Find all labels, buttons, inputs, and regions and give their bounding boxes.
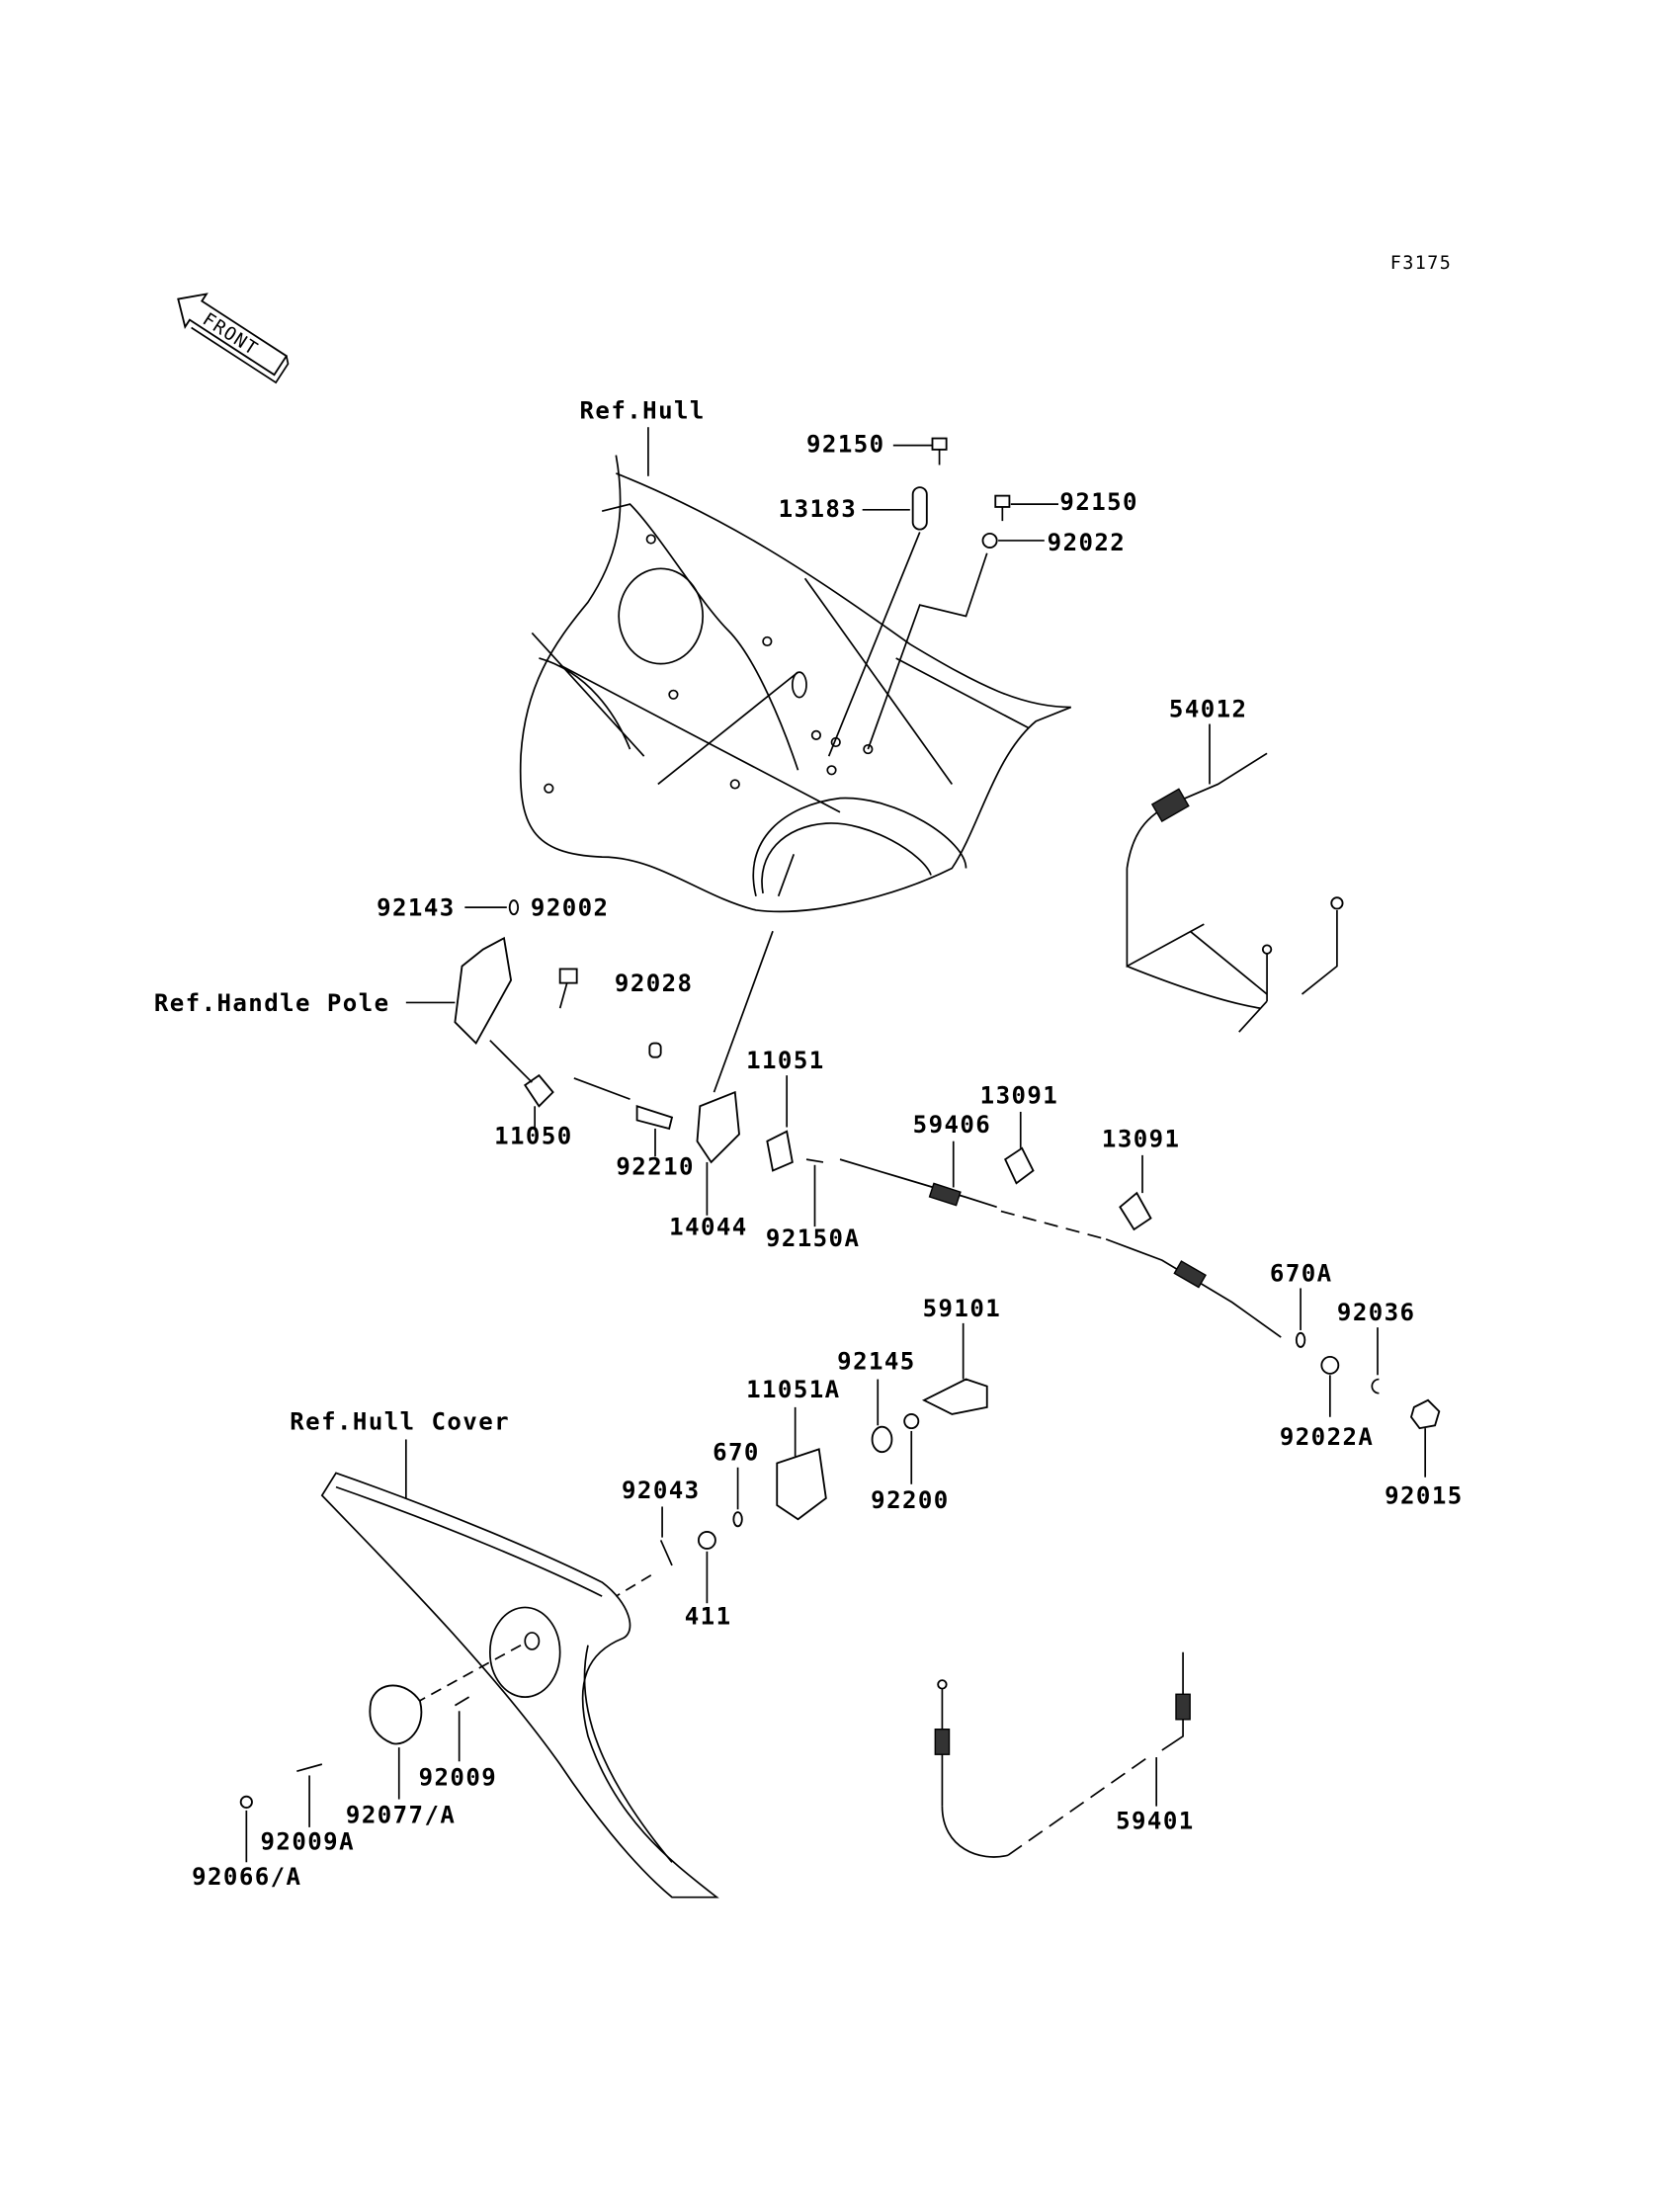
cable-59406 bbox=[839, 1111, 1441, 1478]
front-arrow-icon: FRONT bbox=[177, 293, 290, 384]
part-label[interactable]: 92002 bbox=[531, 894, 610, 922]
part-label[interactable]: 92210 bbox=[616, 1153, 695, 1181]
part-label[interactable]: 92015 bbox=[1385, 1482, 1464, 1510]
part-label[interactable]: 92143 bbox=[377, 894, 456, 922]
part-label[interactable]: 13183 bbox=[779, 495, 858, 523]
part-label[interactable]: 59101 bbox=[923, 1295, 1002, 1322]
part-label[interactable]: 92009A bbox=[261, 1828, 355, 1856]
part-11051 bbox=[766, 1130, 794, 1172]
part-label[interactable]: 59401 bbox=[1116, 1807, 1195, 1834]
part-label[interactable]: 13091 bbox=[980, 1081, 1059, 1109]
handle-pole-bracket bbox=[454, 936, 513, 1046]
bracket-13183 bbox=[911, 486, 928, 531]
bolt-92002 bbox=[558, 968, 578, 984]
part-label[interactable]: 92077/A bbox=[346, 1802, 456, 1829]
part-label[interactable]: 13091 bbox=[1102, 1125, 1181, 1152]
part-label[interactable]: 54012 bbox=[1169, 695, 1248, 722]
part-label[interactable]: 92145 bbox=[837, 1348, 916, 1376]
nut-92015 bbox=[1409, 1398, 1441, 1430]
part-label[interactable]: 92150 bbox=[806, 431, 885, 459]
part-label[interactable]: 92028 bbox=[615, 970, 694, 997]
ref-handle-pole-label: Ref.Handle Pole bbox=[154, 989, 390, 1017]
bolt-92150-top bbox=[931, 437, 948, 451]
part-label[interactable]: 92066/A bbox=[192, 1863, 301, 1891]
part-label[interactable]: 411 bbox=[685, 1602, 732, 1630]
bracket-14044 bbox=[696, 1090, 740, 1164]
cable-54012 bbox=[1126, 723, 1344, 1033]
part-label[interactable]: 92150A bbox=[766, 1225, 860, 1252]
part-label[interactable]: 92200 bbox=[871, 1486, 950, 1514]
part-label[interactable]: 11051A bbox=[746, 1376, 840, 1403]
part-label[interactable]: 670A bbox=[1270, 1259, 1333, 1287]
part-label[interactable]: 92009 bbox=[419, 1763, 498, 1791]
part-label[interactable]: 11051 bbox=[746, 1047, 825, 1074]
figure-code: F3175 bbox=[1390, 253, 1453, 274]
part-label[interactable]: 92150 bbox=[1059, 488, 1138, 516]
nut-92028 bbox=[648, 1042, 662, 1058]
hull-outline bbox=[519, 427, 1072, 913]
part-labels: 92150 13183 92150 92022 54012 92143 9200… bbox=[192, 431, 1464, 1891]
part-label[interactable]: 92043 bbox=[622, 1477, 701, 1504]
part-label[interactable]: 14044 bbox=[669, 1214, 748, 1241]
part-label[interactable]: 92022A bbox=[1280, 1423, 1374, 1451]
clamp-13091-b bbox=[1119, 1191, 1152, 1231]
clamp-13091-a bbox=[1003, 1146, 1035, 1185]
part-label[interactable]: 92022 bbox=[1048, 529, 1127, 556]
lever-92210 bbox=[635, 1105, 674, 1131]
cable-59401 bbox=[934, 1651, 1191, 1858]
part-label[interactable]: 670 bbox=[713, 1439, 760, 1467]
part-label[interactable]: 92036 bbox=[1337, 1299, 1416, 1326]
bracket-11050 bbox=[523, 1073, 554, 1108]
part-label[interactable]: 11050 bbox=[494, 1123, 573, 1150]
ref-hull-cover-label: Ref.Hull Cover bbox=[290, 1408, 510, 1436]
knob-92077 bbox=[369, 1684, 423, 1745]
hull-cover-outline bbox=[239, 1439, 719, 1899]
plate-11051A bbox=[776, 1448, 827, 1521]
part-label[interactable]: 59406 bbox=[913, 1111, 992, 1139]
ref-hull-label: Ref.Hull bbox=[580, 397, 706, 425]
lever-59101 bbox=[921, 1378, 988, 1415]
